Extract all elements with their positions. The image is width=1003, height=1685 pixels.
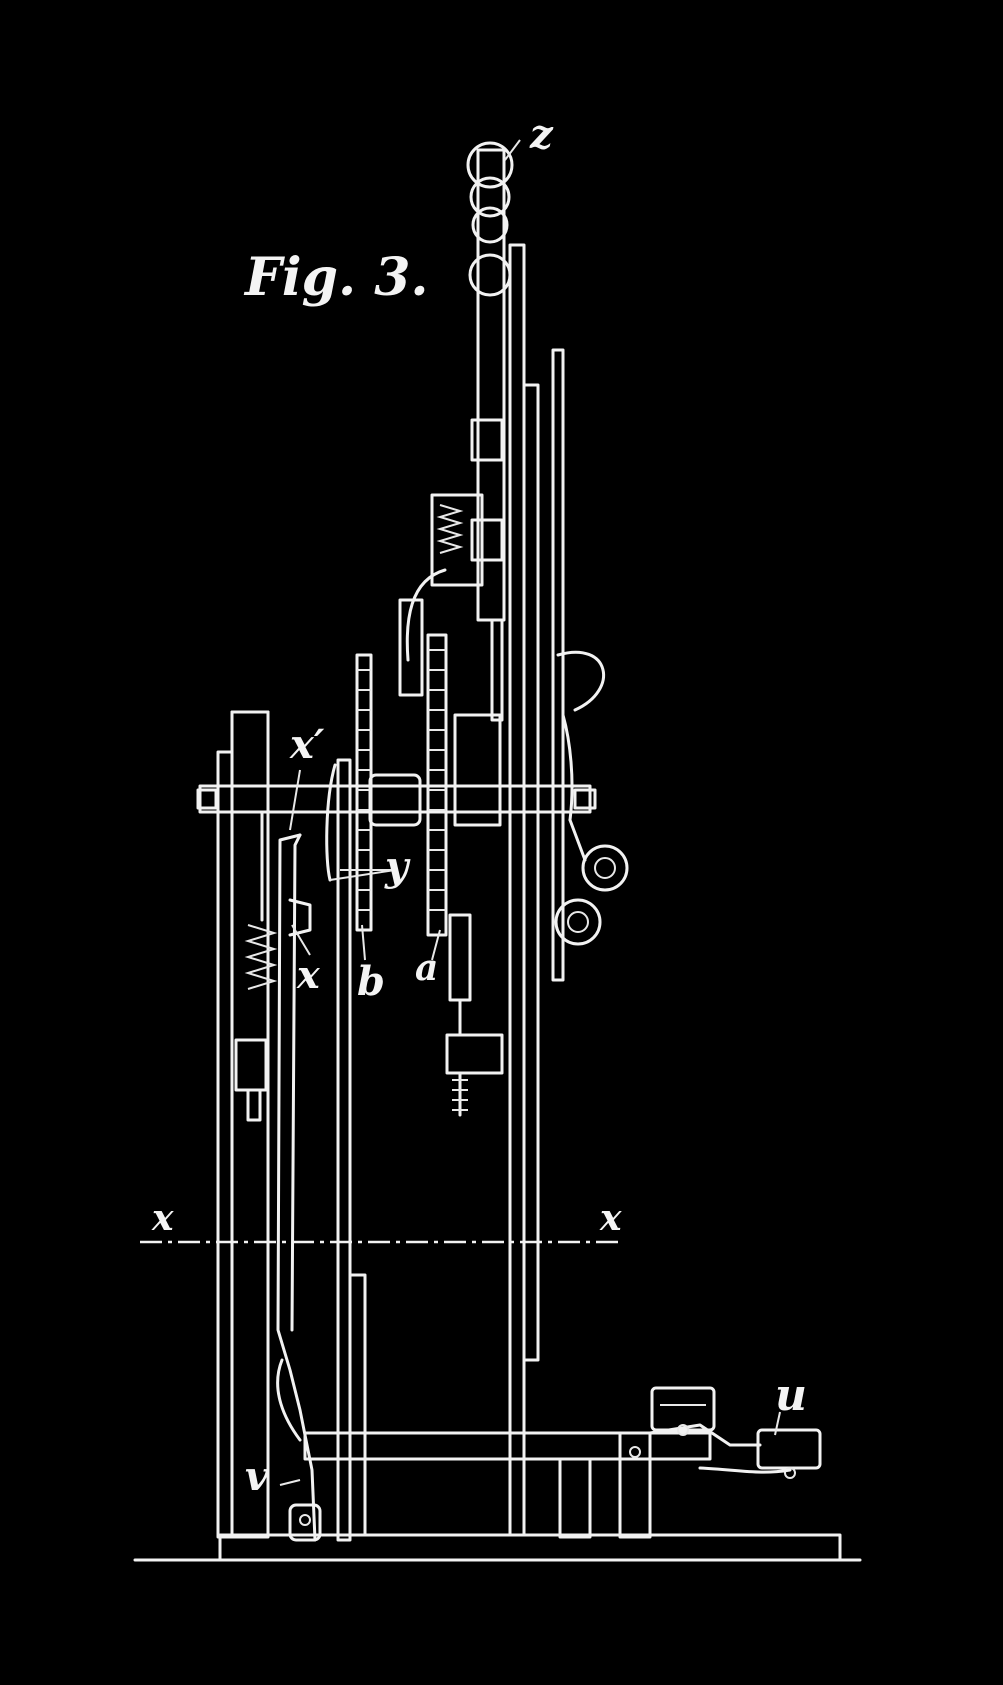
gear-a [426, 633, 502, 937]
label-b: b [357, 958, 385, 1005]
right-bells [554, 818, 629, 946]
label-x-prime: x′ [289, 721, 325, 768]
adjusting-screw [445, 913, 504, 1117]
base-plate [133, 1533, 862, 1562]
figure-title: Fig. 3. [243, 247, 429, 308]
middle-post [336, 758, 367, 1542]
contact-box-upper [650, 1386, 716, 1436]
lower-bar [303, 1423, 762, 1539]
label-x-lever: x [296, 952, 321, 997]
label-v: v [245, 1453, 269, 1500]
label-y: y [384, 843, 411, 890]
label-x-left: x [151, 1197, 174, 1239]
leader-lines [279, 139, 781, 1486]
label-a: a [415, 947, 438, 989]
label-u: u [775, 1370, 807, 1421]
upper-rod [470, 148, 506, 722]
balls-z [466, 141, 514, 297]
label-x-right: x [599, 1197, 622, 1239]
contact-box-u [698, 1428, 822, 1479]
main-shaft [196, 784, 597, 814]
upper-spring-bracket [398, 493, 484, 697]
central-column [508, 243, 565, 1537]
right-loop-bracket [556, 650, 605, 822]
lever-x [276, 833, 322, 1542]
coil-spring [234, 810, 278, 1122]
hub-y [325, 763, 422, 882]
label-z: z [529, 111, 554, 158]
left-plate [230, 710, 270, 814]
